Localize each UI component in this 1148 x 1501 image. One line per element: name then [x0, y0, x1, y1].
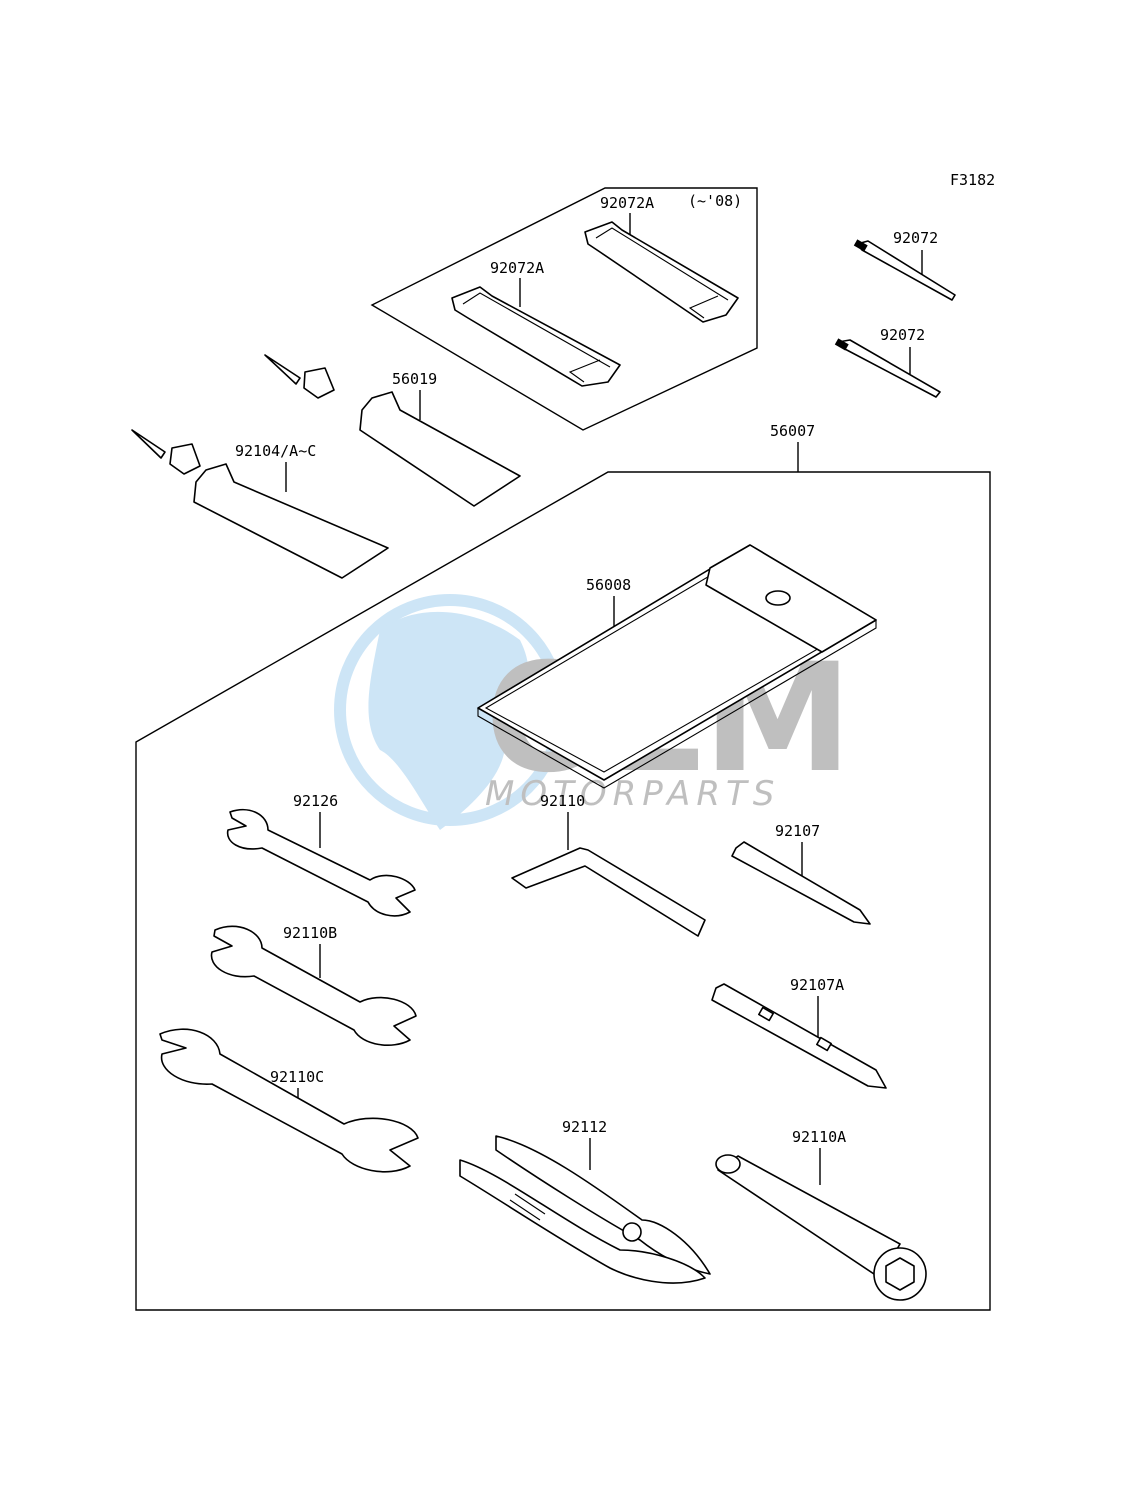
- cap-icon: [303, 367, 335, 399]
- open-end-wrench-icon: [159, 1028, 419, 1173]
- cable-tie-icon: [856, 240, 956, 301]
- callout-92107: 92107: [775, 822, 820, 840]
- strap-set-group: 92072A (~'08) 92072A: [370, 187, 758, 431]
- tool-kit-group: 56007 56008 92126 92110 92107 92110B 921: [135, 422, 991, 1311]
- callout-92110c: 92110C: [270, 1068, 324, 1086]
- tool-pouch-icon: [477, 544, 877, 789]
- callout-92126: 92126: [293, 792, 338, 810]
- watermark-subtitle: MOTORPARTS: [485, 774, 780, 814]
- screwdriver-bit-icon: [711, 983, 887, 1089]
- callout-92072a-upper: 92072A: [600, 194, 654, 212]
- figure-code: F3182: [950, 171, 995, 189]
- cap-icon: [169, 443, 201, 475]
- tool-kit-outline: [135, 471, 991, 1311]
- callout-92112: 92112: [562, 1118, 607, 1136]
- tube-92104-group: 92104/A~C: [131, 429, 389, 579]
- callout-92110a: 92110A: [792, 1128, 846, 1146]
- callout-92072-lower: 92072: [880, 326, 925, 344]
- callout-56008: 56008: [586, 576, 631, 594]
- strap-icon: [451, 286, 621, 387]
- grease-tube-icon: [193, 463, 389, 579]
- nozzle-icon: [264, 354, 301, 385]
- callout-92072a-note: (~'08): [688, 192, 742, 210]
- callout-56007: 56007: [770, 422, 815, 440]
- strap-set-outline: [370, 187, 758, 431]
- callout-92110b: 92110B: [283, 924, 337, 942]
- nozzle-icon: [131, 429, 166, 459]
- pliers-icon: [459, 1135, 711, 1284]
- callout-92110: 92110: [540, 792, 585, 810]
- hex-key-icon: [511, 847, 706, 937]
- callout-92072-upper: 92072: [893, 229, 938, 247]
- band-upper-group: 92072: [853, 229, 956, 301]
- callout-92072a-lower: 92072A: [490, 259, 544, 277]
- grease-tube-icon: [359, 391, 521, 507]
- strap-icon: [584, 221, 739, 323]
- band-lower-group: 92072: [834, 326, 941, 398]
- cable-tie-icon: [837, 339, 941, 398]
- callout-56019: 56019: [392, 370, 437, 388]
- callout-92104: 92104/A~C: [235, 442, 316, 460]
- watermark-globe-icon: [368, 611, 529, 830]
- screwdriver-bit-icon: [731, 841, 871, 925]
- spark-plug-socket-icon: [715, 1154, 927, 1301]
- tube-56019-group: 56019: [264, 354, 521, 507]
- callout-92107a: 92107A: [790, 976, 844, 994]
- open-end-wrench-icon: [226, 808, 416, 917]
- open-end-wrench-icon: [210, 925, 417, 1046]
